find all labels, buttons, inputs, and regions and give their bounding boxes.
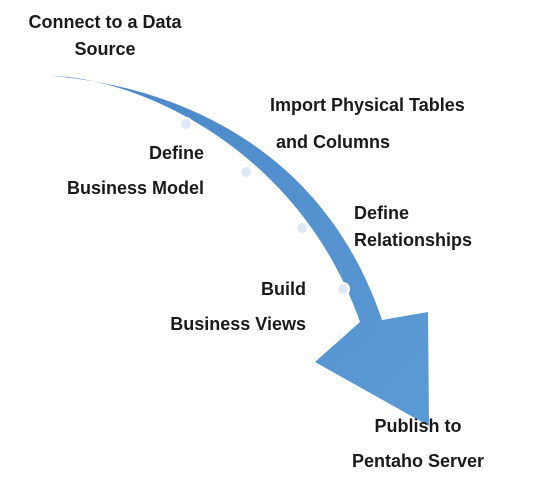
step-dot-3 xyxy=(295,221,309,235)
step-dot-2 xyxy=(239,165,253,179)
step-build-business-views-label: Build Business Views xyxy=(170,279,306,334)
step-publish-label: Publish to Pentaho Server xyxy=(351,416,485,471)
step-connect-label: Connect to a Data Source xyxy=(28,12,182,59)
step-define-business-model-label: Define Business Model xyxy=(66,143,204,198)
step-dot-1 xyxy=(179,117,193,131)
step-define-relationships-label: Define Relationships xyxy=(354,203,473,250)
step-import-label: Import Physical Tables and Columns xyxy=(270,95,465,152)
step-dot-4 xyxy=(336,282,350,296)
arrow-body xyxy=(52,76,429,426)
